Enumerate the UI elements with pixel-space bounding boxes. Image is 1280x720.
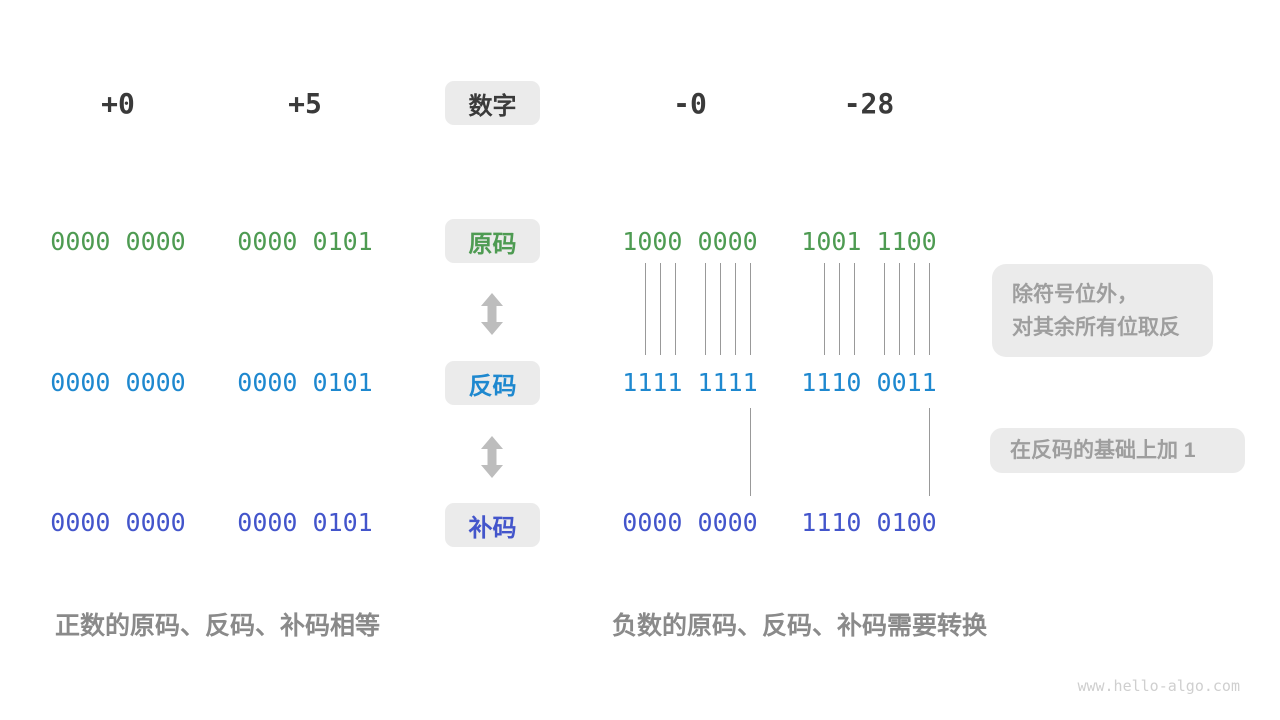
bit-tick-group-minus28: [801, 263, 936, 355]
ones-complement-binary-minus0: 1111 1111: [622, 368, 758, 397]
ones-complement-binary-plus5: 0000 0101: [237, 368, 373, 397]
twos-complement-chip: 补码: [445, 503, 540, 547]
carry-tick-minus0: [750, 408, 751, 496]
twos-complement-binary-plus5: 0000 0101: [237, 508, 373, 537]
twos-complement-binary-plus0: 0000 0000: [50, 508, 186, 537]
header-number-minus28: -28: [843, 87, 895, 120]
number-label-text: 数字: [468, 92, 517, 120]
add-one-note-text: 在反码的基础上加 1: [1010, 439, 1196, 462]
caption-negative: 负数的原码、反码、补码需要转换: [612, 612, 988, 640]
sign-magnitude-binary-plus5: 0000 0101: [237, 227, 373, 256]
double-arrow-icon: [480, 436, 504, 478]
bit-tick-group-minus0: [622, 263, 757, 355]
watermark: www.hello-algo.com: [1077, 677, 1240, 695]
ones-complement-label: 反码: [468, 372, 517, 400]
sign-magnitude-binary-plus0: 0000 0000: [50, 227, 186, 256]
header-number-plus0: +0: [101, 87, 135, 120]
sign-magnitude-binary-minus0: 1000 0000: [622, 227, 758, 256]
invert-note-line2: 对其余所有位取反: [1012, 315, 1180, 339]
twos-complement-binary-minus28: 1110 0100: [801, 508, 937, 537]
header-number-minus0: -0: [673, 87, 707, 120]
caption-positive: 正数的原码、反码、补码相等: [55, 612, 381, 640]
add-one-note-box: 在反码的基础上加 1: [990, 428, 1245, 473]
sign-magnitude-binary-minus28: 1001 1100: [801, 227, 937, 256]
double-arrow-icon: [480, 293, 504, 335]
twos-complement-label: 补码: [468, 514, 517, 542]
ones-complement-binary-plus0: 0000 0000: [50, 368, 186, 397]
sign-magnitude-label: 原码: [468, 230, 517, 258]
invert-note-line1: 除符号位外，: [1012, 282, 1138, 306]
number-label-chip: 数字: [445, 81, 540, 125]
ones-complement-chip: 反码: [445, 361, 540, 405]
twos-complement-binary-minus0: 0000 0000: [622, 508, 758, 537]
header-number-plus5: +5: [288, 87, 322, 120]
carry-tick-minus28: [929, 408, 930, 496]
ones-complement-binary-minus28: 1110 0011: [801, 368, 937, 397]
invert-note-box: 除符号位外， 对其余所有位取反: [992, 264, 1213, 357]
sign-magnitude-chip: 原码: [445, 219, 540, 263]
